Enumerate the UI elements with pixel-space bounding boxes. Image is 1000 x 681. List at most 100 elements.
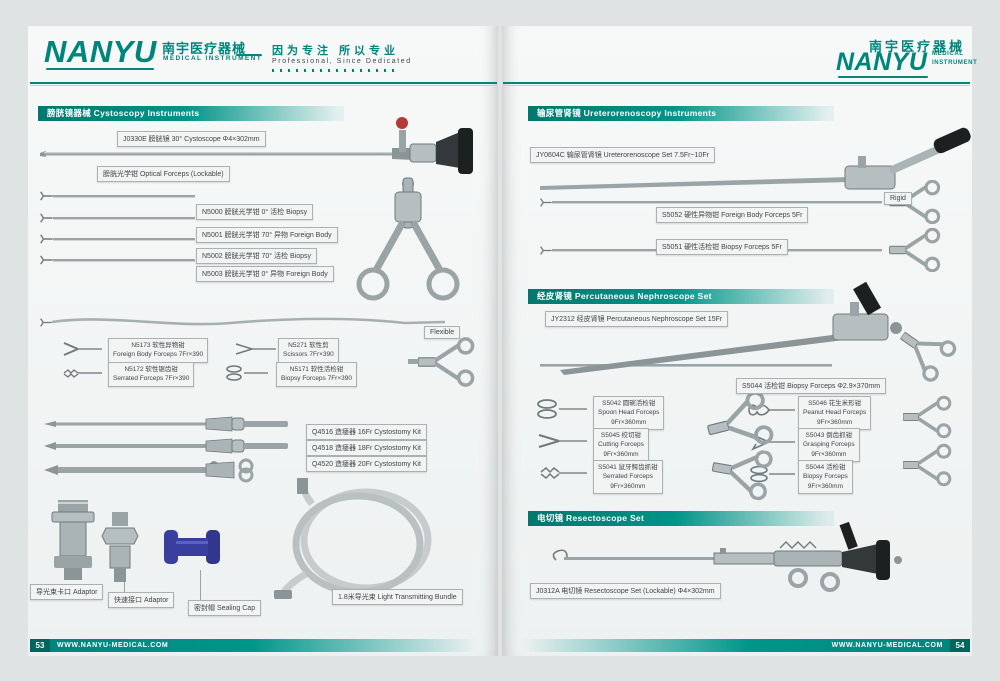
- biopsy-forceps-tip-image: [226, 365, 268, 381]
- optical-forceps-handle-image: [356, 177, 460, 301]
- scissors-tip-image: [235, 343, 276, 355]
- forceps-name: S5041 鼠牙鳄齿抓钳: [598, 464, 658, 471]
- light-transmitting-bundle-image: [274, 478, 432, 599]
- section-title-nephroscope: 经皮肾镜 Percutaneous Nephroscope Set: [528, 289, 834, 304]
- forceps-name: S5044 活检钳: [805, 464, 846, 471]
- right-brand-swoosh: [838, 76, 928, 78]
- cystostomy-sheath-20fr-image: [44, 458, 254, 483]
- header-divider-left: [30, 82, 497, 84]
- section-title-cystoscopy: 膀胱镜器械 Cystoscopy Instruments: [38, 106, 344, 121]
- label-flex-n5271: N5271 软性剪 Scissors 7Fr×390: [278, 338, 339, 363]
- label-flex-n5173: N5173 软性异物钳 Foreign Body Forceps 7Fr×390: [108, 338, 209, 363]
- label-forceps-s5046: S5046 花生米形钳 Peanut Head Forceps 9Fr×360m…: [798, 396, 872, 431]
- forceps-spec: 9Fr×360mm: [603, 450, 639, 458]
- tagline-en: Professional, Since Dedicated: [272, 58, 412, 65]
- forceps-en: Biopsy Forceps: [803, 473, 848, 481]
- nephroscope-image: [540, 281, 902, 375]
- header-divider-right: [503, 82, 970, 84]
- forceps-en: Spoon Head Forceps: [598, 409, 660, 417]
- footer-url-left: WWW.NANYU-MEDICAL.COM: [50, 639, 497, 652]
- tagline-ticks: [272, 69, 400, 72]
- leader-sealing-cap: [200, 570, 201, 600]
- cystoscope-image: [40, 117, 473, 174]
- label-nephro-biopsy-forceps: S5044 活检钳 Biopsy Forceps Φ2.9×370mm: [736, 378, 887, 394]
- nephro-forceps-handle-image-2: [704, 446, 792, 502]
- flex-item-name: N5172 软性锯齿钳: [124, 366, 178, 373]
- label-cystostomy-16fr: Q4516 造瘘器 16Fr Cystostomy Kit: [306, 424, 427, 440]
- forceps-en: Peanut Head Forceps: [803, 409, 867, 417]
- right-brand-sub2: INSTRUMENT: [932, 60, 978, 66]
- page-number-right: 54: [950, 639, 970, 652]
- label-forceps-s5043: S5043 倒齿抓钳 Grasping Forceps 9Fr×360mm: [798, 428, 860, 463]
- forceps-spec: 9Fr×360mm: [811, 450, 847, 458]
- label-forceps-s5041: S5041 鼠牙鳄齿抓钳 Serrated Forceps 9Fr×360mm: [593, 460, 663, 495]
- flex-item-name: N5271 软性剪: [288, 342, 329, 349]
- label-sealing-cap: 密封帽 Sealing Cap: [188, 600, 262, 616]
- flex-item-spec: Biopsy Forceps 7Fr×390: [281, 375, 352, 383]
- optical-forceps-rods-image: [40, 191, 195, 265]
- flexible-forceps-shaft-image: [40, 317, 446, 328]
- forceps-name: S5046 花生米形钳: [808, 400, 862, 407]
- nephro-forceps-handle-image-3: [903, 395, 952, 439]
- flex-item-spec: Foreign Body Forceps 7Fr×390: [113, 351, 204, 359]
- forceps-spec: 9Fr×360mm: [611, 418, 647, 426]
- label-forceps-s5052: S5052 硬性异物钳 Foreign Body Forceps 5Fr: [656, 207, 809, 223]
- label-cystostomy-20fr: Q4520 造瘘器 20Fr Cystostomy Kit: [306, 456, 427, 472]
- label-flex-n5171: N5171 软性活检钳 Biopsy Forceps 7Fr×390: [276, 362, 357, 387]
- label-forceps-n5000: N5000 膀胱光学钳 0° 活检 Biopsy: [196, 204, 314, 220]
- flex-item-name: N5171 软性活检钳: [289, 366, 344, 373]
- label-quick-adaptor: 快速接口 Adaptor: [108, 592, 175, 608]
- tagline-cn: 因为专注 所以专业: [272, 45, 400, 57]
- serrated-forceps-tip-image: [63, 369, 102, 378]
- header-dash: [236, 54, 262, 56]
- label-forceps-n5001: N5001 膀胱光学钳 70° 异物 Foreign Body: [196, 227, 338, 243]
- label-flex-n5172: N5172 软性锯齿钳 Serrated Forceps 7Fr×390: [108, 362, 195, 387]
- nephro-forceps-handle-image-1: [698, 390, 794, 452]
- ureterorenoscope-image: [540, 127, 971, 190]
- spoon-head-forceps-tip-image: [537, 399, 587, 419]
- label-nephroscope-set: JY2312 经皮肾镜 Percutaneous Nephroscope Set…: [545, 311, 729, 327]
- catalog-page-right: [502, 26, 972, 656]
- label-forceps-s5044: S5044 活检钳 Biopsy Forceps 9Fr×360mm: [798, 460, 853, 495]
- forceps-en: Serrated Forceps: [602, 473, 653, 481]
- label-light-cable-adaptor: 导光束卡口 Adaptor: [30, 584, 104, 600]
- cutting-forceps-tip-image: [538, 434, 587, 448]
- header-divider-right-light: [503, 85, 970, 86]
- flex-item-name: N5173 软性异物钳: [131, 342, 185, 349]
- label-forceps-s5042: S5042 圆碗活检钳 Spoon Head Forceps 9Fr×360mm: [593, 396, 665, 431]
- forceps-name: S5042 圆碗活检钳: [602, 400, 656, 407]
- label-cystostomy-18fr: Q4518 造瘘器 18Fr Cystostomy Kit: [306, 440, 427, 456]
- flex-item-spec: Serrated Forceps 7Fr×390: [113, 375, 190, 383]
- sealing-cap-image: [164, 530, 220, 564]
- label-optical-forceps: 膀胱光学钳 Optical Forceps (Lockable): [97, 166, 230, 182]
- foreign-body-forceps-tip-image: [63, 342, 102, 356]
- light-cable-adaptor-image: [51, 500, 95, 580]
- label-ureteroscope-set: JY0604C 输尿管肾镜 Ureterorenoscope Set 7.5Fr…: [530, 147, 715, 163]
- right-brand-logo: NANYU: [836, 48, 928, 76]
- section-title-ureterorenoscopy: 输尿管肾镜 Ureterorenoscopy Instruments: [528, 106, 834, 121]
- forceps-name: S5045 绞切钳: [600, 432, 641, 439]
- brand-name-cn: 南宇医疗器械: [162, 41, 247, 56]
- brand-logo: NANYU: [44, 34, 157, 69]
- label-light-bundle: 1.8米导光束 Light Transmitting Bundle: [332, 589, 463, 605]
- flexible-forceps-handle-image: [408, 332, 488, 394]
- forceps-spec: 9Fr×360mm: [807, 482, 844, 490]
- footer-url-right: WWW.NANYU-MEDICAL.COM: [503, 639, 950, 652]
- page-number-left: 53: [30, 639, 50, 652]
- nephro-biopsy-forceps-handle-image: [895, 322, 965, 392]
- forceps-spec: 9Fr×360mm: [817, 418, 853, 426]
- forceps-en: Grasping Forceps: [803, 441, 855, 449]
- forceps-spec: 9Fr×360mm: [610, 482, 646, 490]
- flex-item-spec: Scissors 7Fr×390: [283, 351, 334, 359]
- label-forceps-s5051: S5051 硬性活检钳 Biopsy Forceps 5Fr: [656, 239, 788, 255]
- serrated-grasper-tip-image: [540, 466, 587, 480]
- section-title-resectoscope: 电切镜 Resectoscope Set: [528, 511, 834, 526]
- forceps-name: S5043 倒齿抓钳: [805, 432, 853, 439]
- tag-rigid: Rigid: [884, 192, 912, 205]
- right-brand-cn: 南宇医疗器械: [868, 39, 965, 54]
- forceps-en: Cutting Forceps: [598, 441, 644, 449]
- right-brand-sub1: MEDICAL: [932, 51, 964, 57]
- label-forceps-s5045: S5045 绞切钳 Cutting Forceps 9Fr×360mm: [593, 428, 649, 463]
- brand-logo-swoosh: [46, 68, 154, 70]
